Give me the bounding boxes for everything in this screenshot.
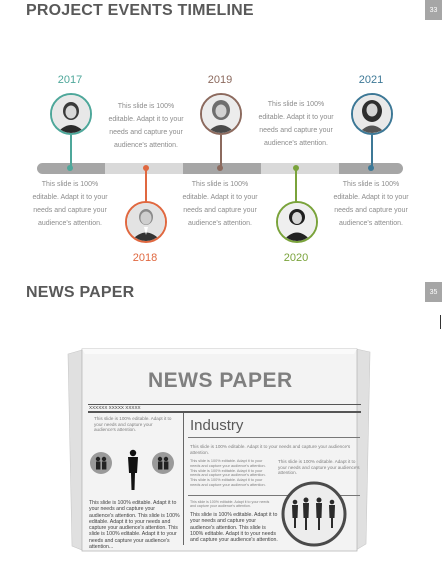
rule-line <box>88 404 361 405</box>
timeline-dot <box>293 165 299 171</box>
event-desc-2019: This slide is 100% editable. Adapt it to… <box>182 181 258 227</box>
rule-line <box>88 411 361 413</box>
page-number-badge: 35 <box>425 282 442 302</box>
avatar-2019 <box>200 93 242 135</box>
timeline-note: This slide is 100% editable. Adapt it to… <box>258 101 334 147</box>
year-label-2018: 2018 <box>132 252 158 264</box>
person-photo-icon <box>52 95 90 133</box>
column-text-1: This slide is 100% editable. Adapt it to… <box>190 459 266 487</box>
year-label-2021: 2021 <box>358 74 384 86</box>
person-photo-icon <box>278 203 316 241</box>
avatar-2020 <box>276 201 318 243</box>
avatar-2017 <box>50 93 92 135</box>
business-people-icon <box>90 449 174 490</box>
timeline-stem <box>371 135 373 167</box>
event-desc-2017: This slide is 100% editable. Adapt it to… <box>32 181 108 227</box>
newspaper-slide-title: NEWS PAPER <box>26 284 135 301</box>
small-text: This slide is 100% editable. Adapt it to… <box>190 500 270 509</box>
team-group-icon <box>281 481 347 547</box>
person-photo-icon <box>202 95 240 133</box>
timeline-stem <box>220 135 222 167</box>
left-bottom-text: This slide is 100% editable. Adapt it to… <box>89 500 180 551</box>
rule-line <box>188 437 360 438</box>
timeline-dot <box>368 165 374 171</box>
left-top-text: This slide is 100% editable. Adapt it to… <box>94 416 172 433</box>
section-heading: Industry <box>190 417 244 434</box>
newspaper-masthead: NEWS PAPER <box>148 369 293 392</box>
column-text-2: This slide is 100% editable. Adapt it to… <box>278 459 360 476</box>
timeline-stem <box>70 135 72 167</box>
rule-line <box>188 495 360 496</box>
date-line: XXXXXX XXXXX XXXXX <box>89 405 141 410</box>
timeline-dot <box>67 165 73 171</box>
avatar-2018 <box>125 201 167 243</box>
edge-marker <box>440 315 441 329</box>
intro-text: This slide is 100% editable. Adapt it to… <box>190 444 351 455</box>
page-number-badge: 33 <box>425 0 442 20</box>
person-photo-icon <box>353 95 391 133</box>
avatar-2021 <box>351 93 393 135</box>
year-label-2020: 2020 <box>283 252 309 264</box>
person-photo-icon <box>127 203 165 241</box>
column-divider <box>183 413 184 545</box>
year-label-2019: 2019 <box>207 74 233 86</box>
timeline-dot <box>143 165 149 171</box>
event-desc-2021: This slide is 100% editable. Adapt it to… <box>333 181 409 227</box>
timeline-title: PROJECT EVENTS TIMELINE <box>26 2 254 19</box>
timeline-dot <box>217 165 223 171</box>
timeline-stem <box>295 169 297 202</box>
timeline-stem <box>145 169 147 203</box>
timeline-note: This slide is 100% editable. Adapt it to… <box>108 103 184 149</box>
year-label-2017: 2017 <box>57 74 83 86</box>
bold-text: This slide is 100% editable. Adapt it to… <box>190 512 278 544</box>
timeline-segment <box>261 163 339 174</box>
